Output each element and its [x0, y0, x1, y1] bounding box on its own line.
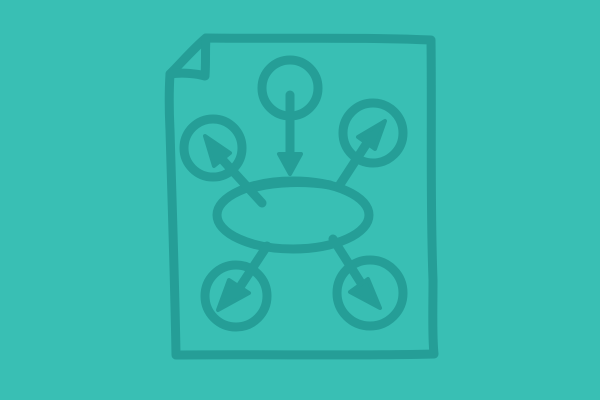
top-left-arrow-line — [215, 152, 267, 208]
bottom-right-arrow-line — [328, 234, 366, 288]
bottom-right-arrow-head — [348, 277, 382, 310]
central-node-highlight — [251, 178, 335, 192]
document-outline — [164, 33, 439, 360]
bottom-left-arrow-head — [216, 278, 251, 312]
bottom-right-node — [332, 255, 408, 331]
top-right-arrow-head — [356, 119, 387, 151]
top-left-node — [179, 114, 247, 182]
bottom-left-arrow-line — [235, 241, 272, 292]
top-arrow-head — [277, 152, 303, 176]
bottom-left-node — [200, 260, 272, 332]
top-left-arrow-head — [203, 134, 232, 168]
document-folded-corner — [165, 33, 211, 81]
top-right-arrow-line — [334, 138, 372, 191]
top-right-node — [338, 98, 408, 168]
